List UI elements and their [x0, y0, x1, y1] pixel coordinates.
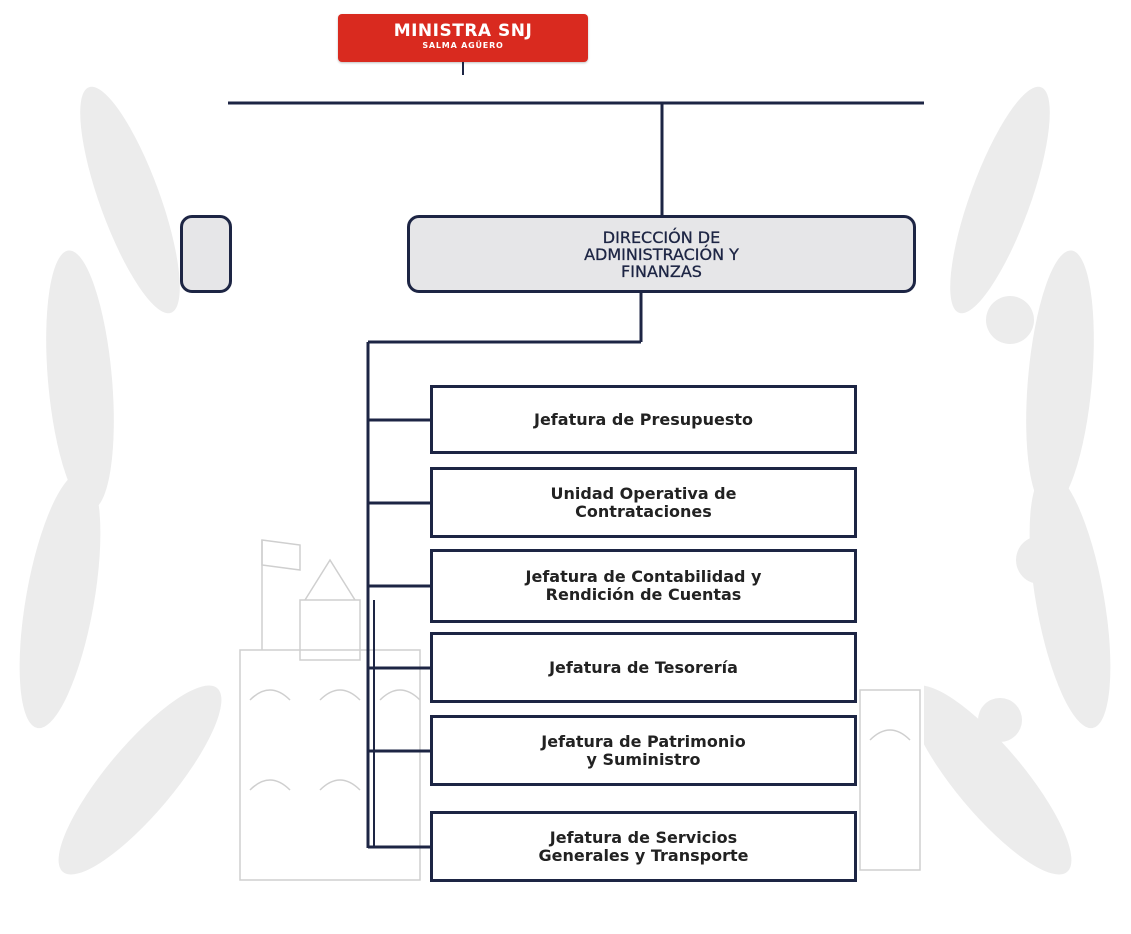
unit-box-patrimonio: Jefatura de Patrimonio y Suministro	[430, 715, 857, 786]
laurel-leaf	[80, 86, 180, 314]
unit-label: Jefatura de Servicios Generales y Transp…	[538, 827, 749, 865]
unit-label: Jefatura de Presupuesto	[534, 409, 753, 429]
laurel-berry	[986, 296, 1034, 344]
unit-box-servicios: Jefatura de Servicios Generales y Transp…	[430, 811, 857, 882]
laurel-leaf	[950, 86, 1050, 314]
direction-box: DIRECCIÓN DE ADMINISTRACIÓN Y FINANZAS	[407, 215, 916, 293]
laurel-leaf	[1029, 471, 1111, 729]
minister-badge: MINISTRA SNJ SALMA AGÜERO	[338, 14, 588, 62]
minister-title: MINISTRA SNJ	[393, 21, 533, 41]
laurel-leaf	[1026, 250, 1094, 510]
unit-box-tesoreria: Jefatura de Tesorería	[430, 632, 857, 703]
unit-label: Unidad Operativa de Contrataciones	[550, 483, 737, 521]
unit-label: Jefatura de Patrimonio y Suministro	[541, 731, 746, 769]
unit-label: Jefatura de Tesorería	[549, 657, 738, 677]
direction-label: DIRECCIÓN DE ADMINISTRACIÓN Y FINANZAS	[584, 227, 739, 281]
laurel-leaf	[58, 685, 222, 875]
laurel-leaf	[908, 685, 1072, 875]
unit-box-contrataciones: Unidad Operativa de Contrataciones	[430, 467, 857, 538]
laurel-berry	[1016, 536, 1064, 584]
unit-label: Jefatura de Contabilidad y Rendición de …	[525, 567, 762, 604]
minister-name: SALMA AGÜERO	[422, 41, 504, 50]
unit-box-contabilidad: Jefatura de Contabilidad y Rendición de …	[430, 549, 857, 623]
laurel-leaf	[19, 471, 101, 729]
sibling-direction-box	[180, 215, 232, 293]
laurel-leaf	[46, 250, 114, 510]
laurel-berry	[978, 698, 1022, 742]
unit-box-presupuesto: Jefatura de Presupuesto	[430, 385, 857, 454]
